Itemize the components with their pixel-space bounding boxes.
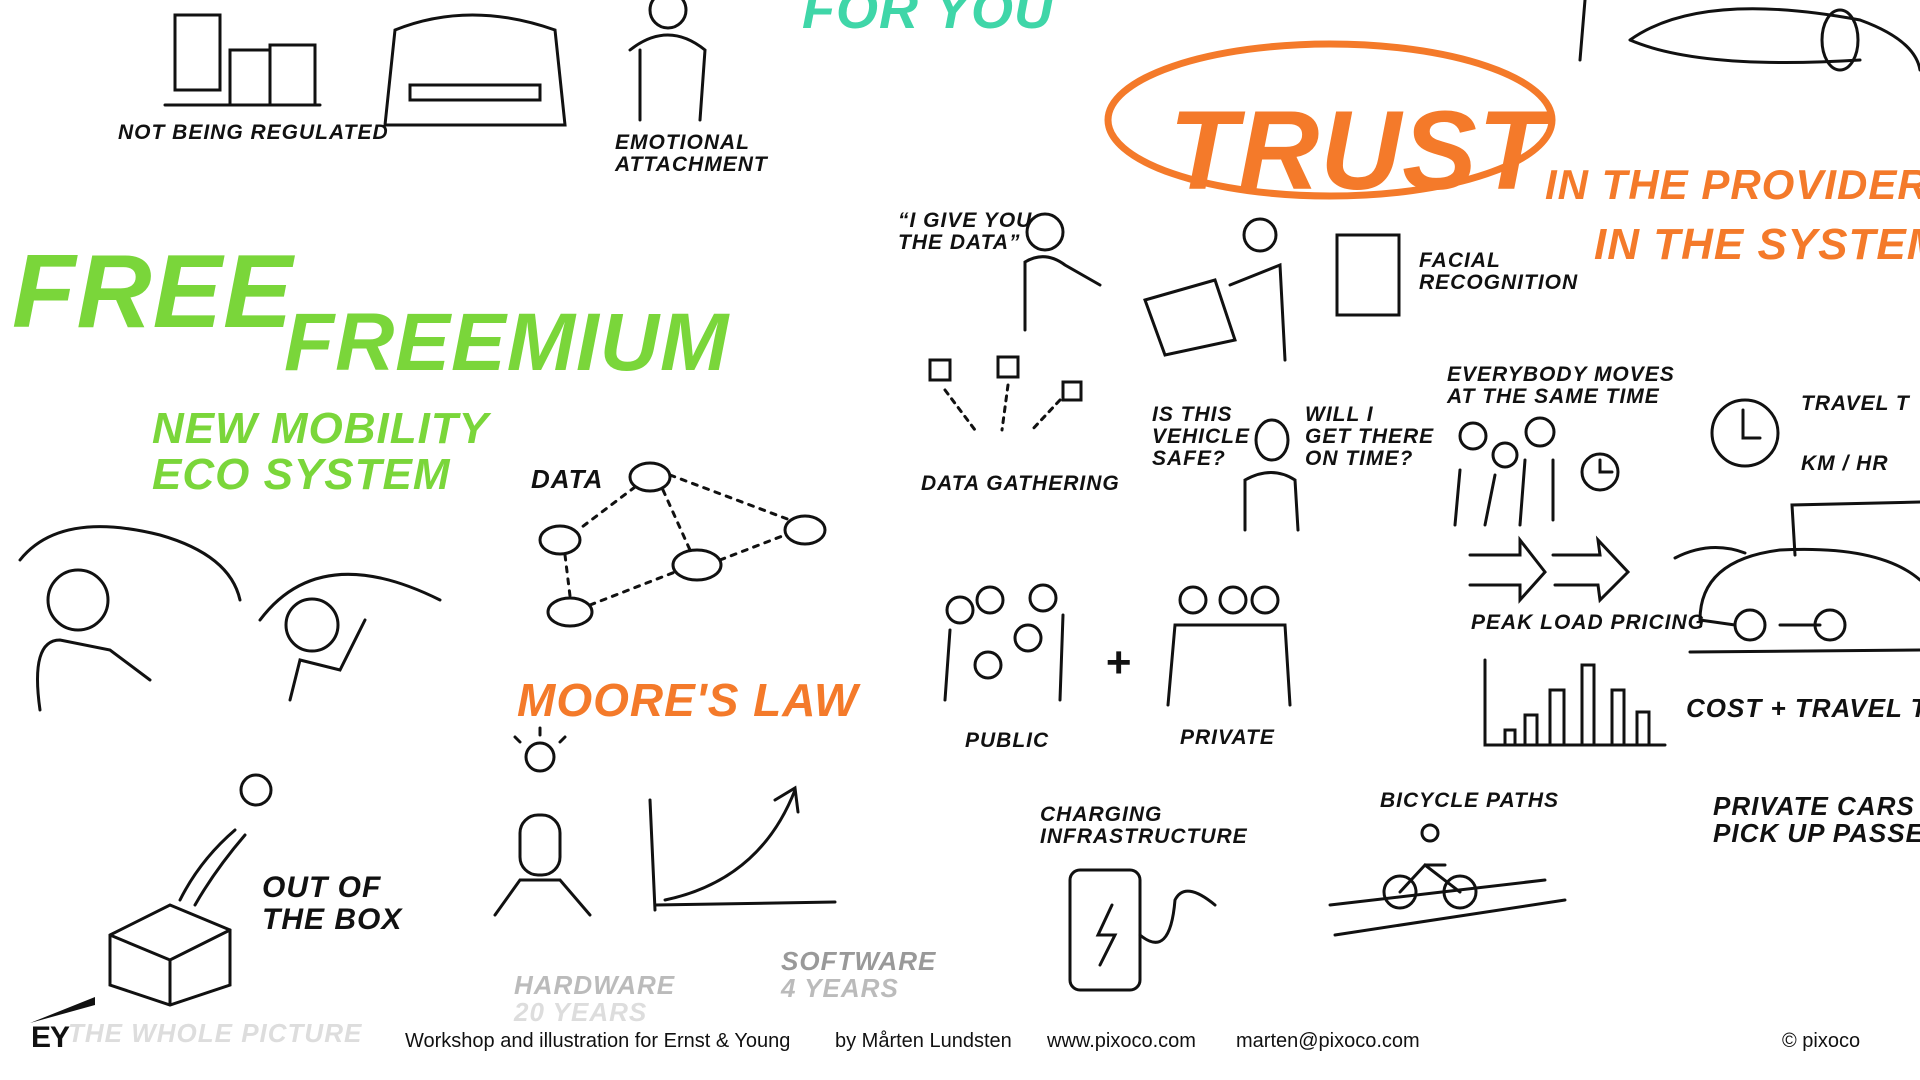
moores-law-heading: MOORE'S LAW: [517, 674, 859, 726]
cost-travel-time-label: COST + TRAVEL TIM: [1686, 693, 1920, 723]
line: SAFE?: [1152, 447, 1226, 471]
crowd-public-sketch: [943, 583, 1065, 702]
footer-author: by Mårten Lundsten: [835, 1030, 1012, 1052]
data-exchange-sketch: [1023, 212, 1287, 362]
line: INFRASTRUCTURE: [1040, 825, 1248, 849]
line: PICK UP PASSENG: [1713, 818, 1920, 849]
data-network-sketch: [538, 461, 827, 628]
freemium-heading: FREEMIUM: [284, 297, 730, 388]
line: FACIAL: [1419, 249, 1501, 272]
footer-copyright: © pixoco: [1782, 1030, 1861, 1052]
line: WILL I: [1305, 403, 1374, 426]
line: ON TIME?: [1305, 447, 1414, 471]
line: GET THERE: [1305, 425, 1435, 449]
facial-recognition-frame: [1335, 233, 1401, 317]
in-the-providers-label: IN THE PROVIDERS: [1545, 161, 1920, 208]
charging-station-sketch: [1068, 868, 1217, 992]
line: IS THIS: [1152, 403, 1233, 426]
buildings-sketch: [163, 13, 322, 107]
bicycle-paths-label: BICYCLE PATHS: [1380, 789, 1560, 812]
box-sketch: [108, 773, 273, 1007]
line: NEW MOBILITY: [152, 404, 490, 453]
footer-website-link[interactable]: www.pixoco.com: [1047, 1030, 1196, 1052]
line: OUT OF: [262, 871, 382, 904]
footer-workshop-credit: Workshop and illustration for Ernst & Yo…: [405, 1030, 791, 1052]
ey-logo-beam-icon: [30, 997, 95, 1023]
data-label: DATA: [531, 464, 604, 494]
data-gathering-label: DATA GATHERING: [921, 472, 1120, 495]
line: 4 YEARS: [781, 973, 899, 1004]
line: VEHICLE: [1152, 425, 1251, 449]
line: 20 YEARS: [514, 997, 648, 1028]
line: SOFTWARE: [781, 946, 937, 976]
line: PRIVATE CARS: [1713, 791, 1915, 821]
line: CHARGING: [1040, 803, 1163, 826]
line: EVERYBODY MOVES: [1447, 363, 1675, 386]
in-the-system-label: IN THE SYSTEM: [1594, 220, 1920, 269]
people-illustration-sketch: [18, 525, 442, 712]
car-top-right-sketch: [1578, 0, 1920, 72]
line: THE DATA”: [898, 231, 1021, 255]
car-front-sketch: [383, 13, 567, 127]
line: EMOTIONAL: [615, 131, 750, 154]
peak-load-pricing-label: PEAK LOAD PRICING: [1471, 611, 1706, 634]
free-heading: FREE: [12, 234, 294, 350]
travel-time-label: TRAVEL T: [1801, 392, 1910, 415]
line: HARDWARE: [514, 970, 676, 1000]
bulb-sketch: [493, 726, 592, 917]
not-being-regulated-label: NOT BEING REGULATED: [118, 121, 389, 144]
plus-sign: +: [1105, 638, 1132, 687]
km-hr-label: KM / HR: [1801, 452, 1889, 475]
data-gathering-sketch: [928, 355, 1083, 434]
moores-law-graph: [648, 785, 837, 912]
private-label: PRIVATE: [1180, 726, 1275, 749]
for-you-heading: FOR YOU: [802, 0, 1055, 40]
peak-load-bars: [1483, 658, 1667, 747]
line: ATTACHMENT: [615, 153, 768, 177]
line: THE BOX: [262, 902, 403, 936]
person-question-sketch: [1243, 418, 1300, 532]
crowd-private-sketch: [1166, 585, 1292, 707]
footer-email-link[interactable]: marten@pixoco.com: [1236, 1030, 1420, 1052]
person-hugging-sketch: [628, 0, 707, 122]
bicycle-sketch: [1328, 823, 1567, 937]
line: RECOGNITION: [1419, 271, 1579, 295]
trust-ellipse: [1104, 40, 1556, 200]
public-label: PUBLIC: [965, 729, 1050, 752]
line: AT THE SAME TIME: [1447, 385, 1660, 409]
everybody-moves-sketch: [1453, 416, 1620, 527]
line: ECO SYSTEM: [152, 450, 451, 500]
trust-heading: TRUST: [1169, 88, 1548, 213]
ey-logo: EY: [31, 1021, 70, 1054]
line: “I GIVE YOU: [898, 209, 1033, 232]
peak-arrows-sketch: [1468, 535, 1631, 604]
clock-sketch: [1710, 398, 1780, 468]
car-sketch: [1673, 500, 1920, 654]
ey-tagline: THE WHOLE PICTURE: [68, 1018, 363, 1048]
